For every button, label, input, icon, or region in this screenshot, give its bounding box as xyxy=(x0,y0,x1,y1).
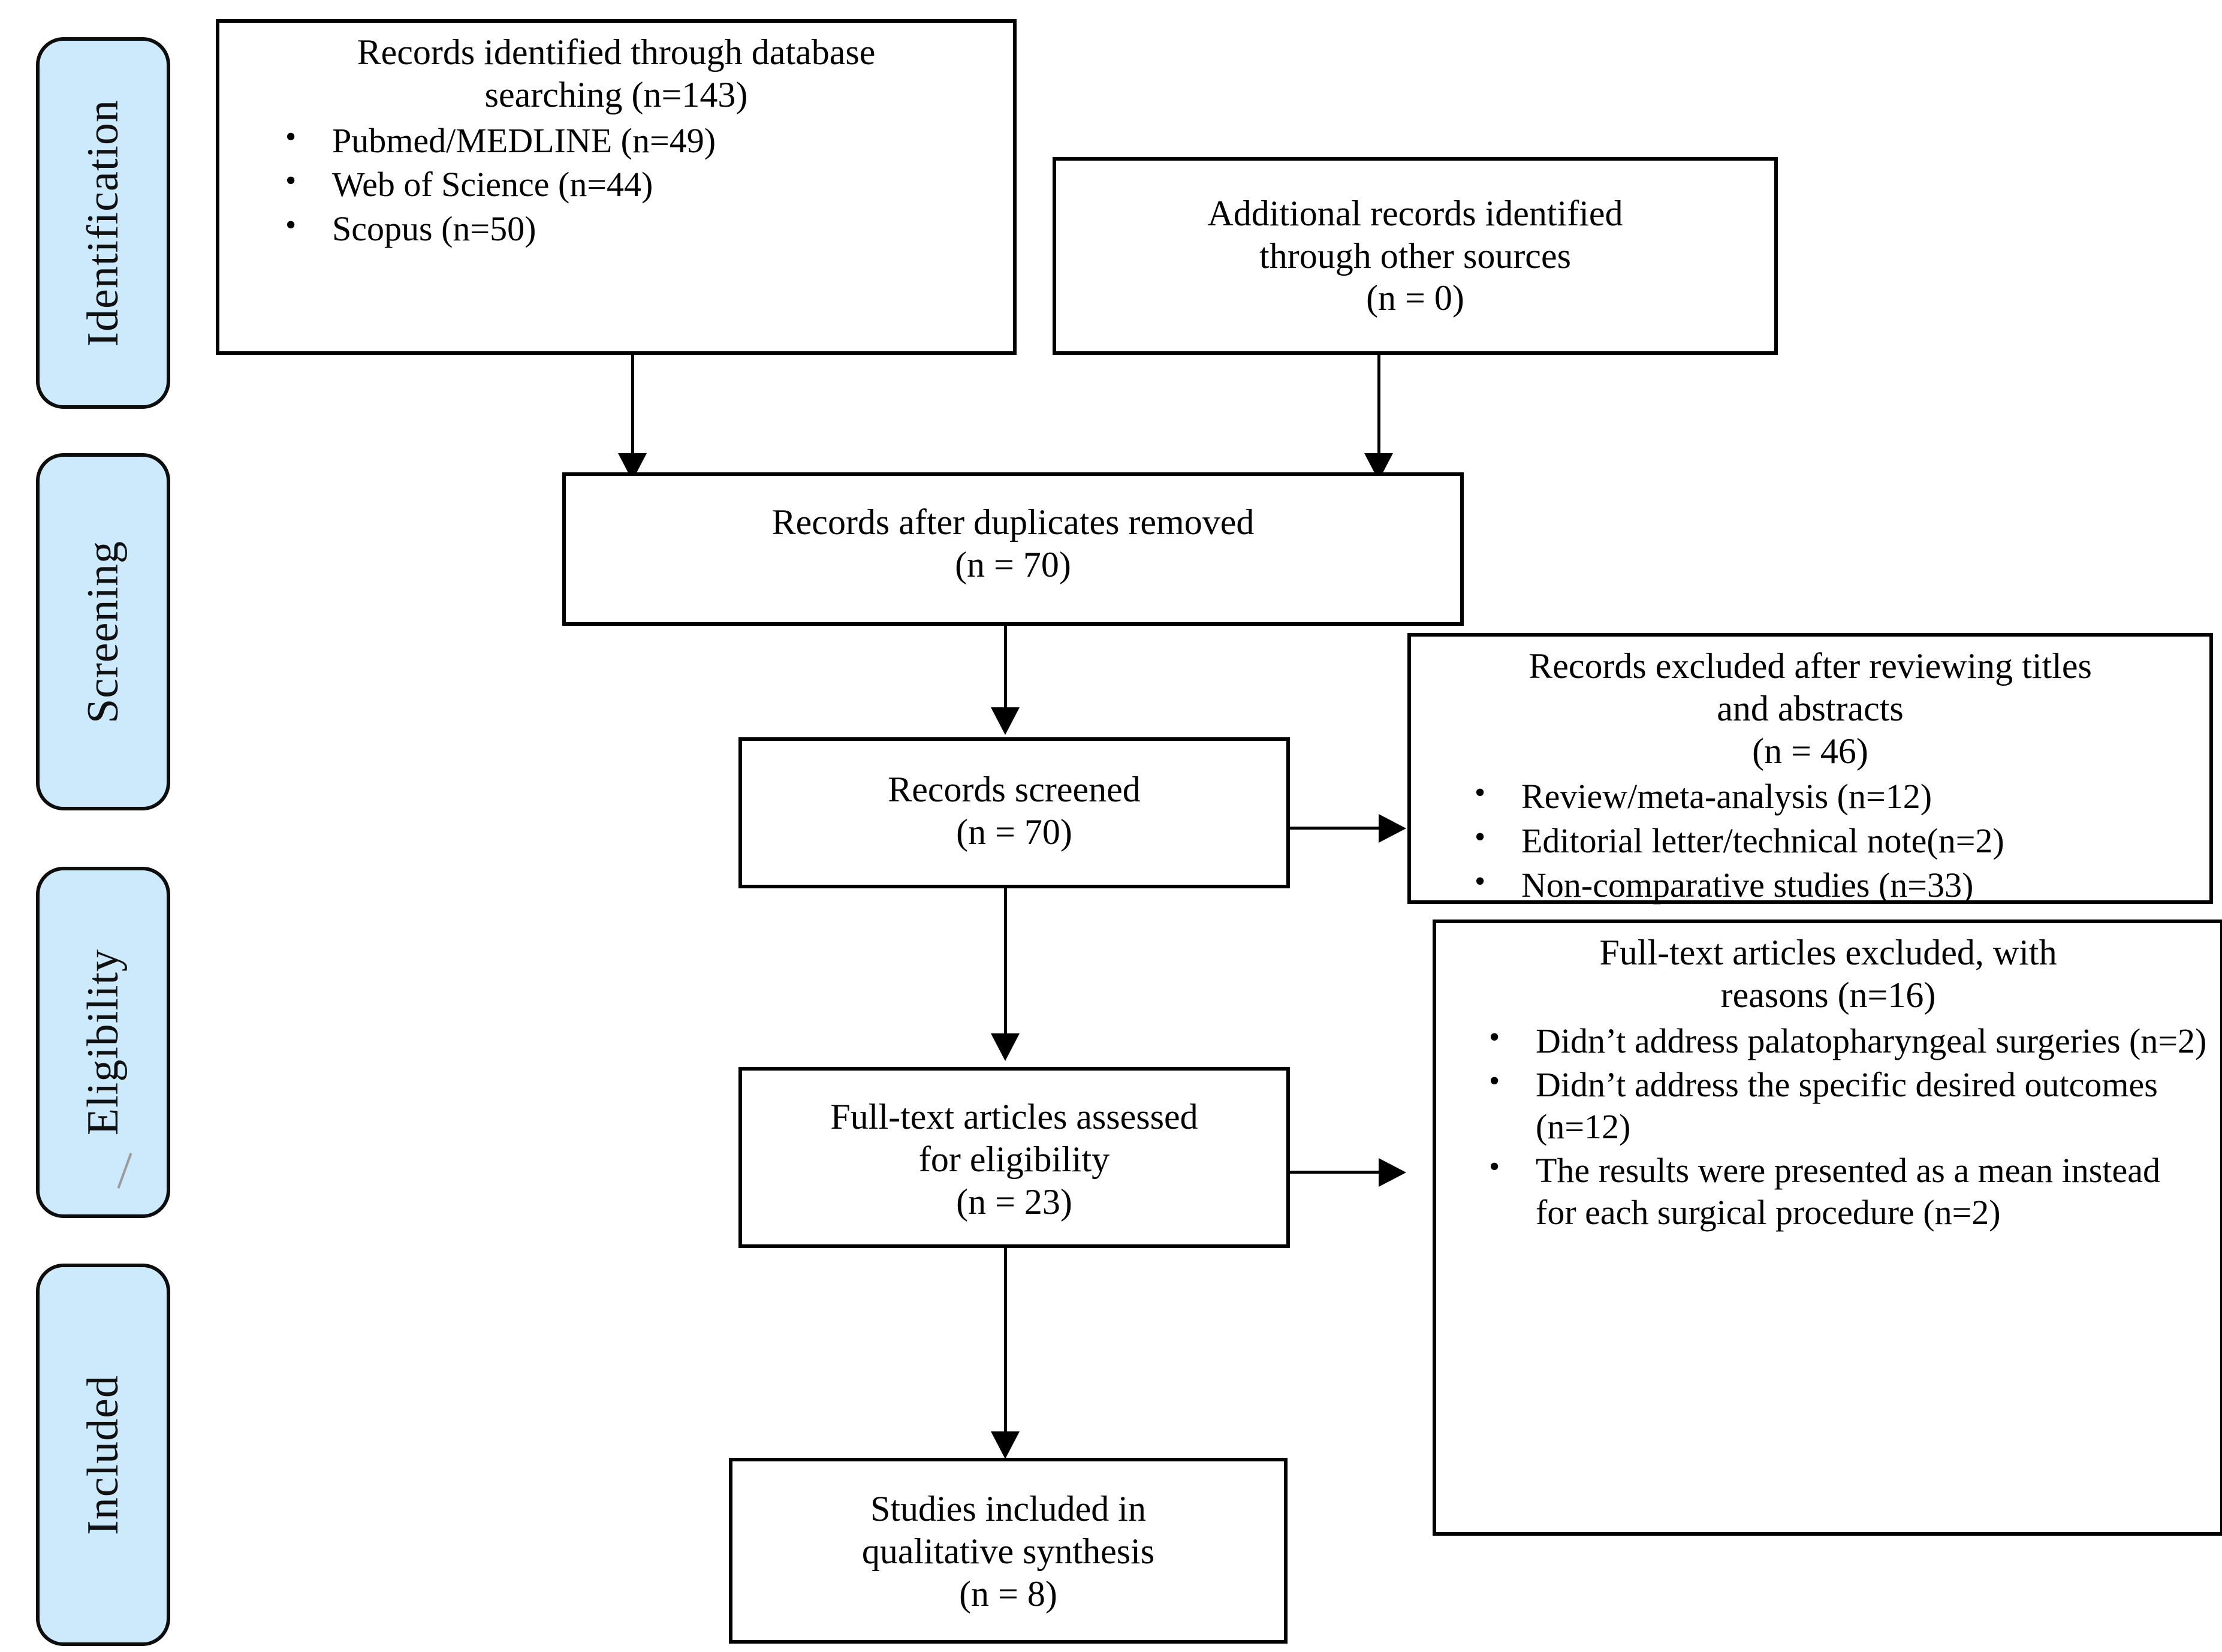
box-heading: Additional records identified through ot… xyxy=(1207,193,1623,318)
exclusion-reason-list: Didn’t address palatopharyngeal surgerie… xyxy=(1447,1019,2209,1234)
list-item: Non-comparative studies (n=33) xyxy=(1475,863,2199,906)
box-additional-records: Additional records identified through ot… xyxy=(1053,157,1778,355)
box-records-identified-database: Records identified through database sear… xyxy=(216,19,1017,355)
connector-line xyxy=(1004,1248,1007,1440)
box-records-excluded: Records excluded after reviewing titles … xyxy=(1407,633,2213,906)
arrow-right-icon xyxy=(1379,814,1406,843)
list-item: Didn’t address palatopharyngeal surgerie… xyxy=(1489,1019,2209,1062)
list-item: Didn’t address the specific desired outc… xyxy=(1489,1063,2209,1147)
arrow-down-icon xyxy=(991,1033,1020,1061)
list-item: Web of Science (n=44) xyxy=(285,162,1002,206)
box-heading: Records excluded after reviewing titles … xyxy=(1528,646,2092,771)
connector-line xyxy=(1377,355,1380,463)
phase-label-screening: Screening xyxy=(36,453,170,810)
phase-label-text: Included xyxy=(79,1374,128,1535)
arrow-down-icon xyxy=(991,707,1020,735)
connector-line xyxy=(1004,626,1007,716)
list-item: Review/meta-analysis (n=12) xyxy=(1475,774,2199,818)
box-heading: Records identified through database sear… xyxy=(357,32,876,114)
box-heading: Studies included in qualitative synthesi… xyxy=(861,1489,1155,1614)
list-item: The results were presented as a mean ins… xyxy=(1489,1148,2209,1233)
box-fulltext-excluded: Full-text articles excluded, with reason… xyxy=(1433,920,2222,1536)
exclusion-reason-list: Review/meta-analysis (n=12) Editorial le… xyxy=(1422,774,2199,906)
list-item: Scopus (n=50) xyxy=(285,207,1002,250)
box-studies-included: Studies included in qualitative synthesi… xyxy=(729,1458,1288,1644)
box-heading: Full-text articles assessed for eligibil… xyxy=(830,1097,1198,1222)
connector-line xyxy=(1004,888,1007,1042)
arrow-down-icon xyxy=(991,1431,1020,1459)
stray-pen-mark xyxy=(117,1153,132,1189)
phase-label-eligibility: Eligibility xyxy=(36,867,170,1218)
phase-label-text: Screening xyxy=(79,540,128,723)
connector-line xyxy=(1290,1171,1386,1174)
phase-label-included: Included xyxy=(36,1264,170,1646)
list-item: Editorial letter/technical note(n=2) xyxy=(1475,819,2199,862)
box-heading: Full-text articles excluded, with reason… xyxy=(1599,933,2057,1015)
box-heading: Records screened (n = 70) xyxy=(888,770,1141,852)
box-records-after-duplicates: Records after duplicates removed (n = 70… xyxy=(562,472,1464,626)
connector-line xyxy=(1290,827,1386,830)
phase-label-text: Identification xyxy=(79,99,128,347)
box-heading: Records after duplicates removed (n = 70… xyxy=(771,502,1255,584)
connector-line xyxy=(631,355,634,463)
phase-label-identification: Identification xyxy=(36,37,170,409)
source-list: Pubmed/MEDLINE (n=49) Web of Science (n=… xyxy=(230,119,1002,250)
box-records-screened: Records screened (n = 70) xyxy=(738,737,1290,888)
box-fulltext-assessed: Full-text articles assessed for eligibil… xyxy=(738,1067,1290,1248)
list-item: Pubmed/MEDLINE (n=49) xyxy=(285,119,1002,162)
arrow-right-icon xyxy=(1379,1158,1406,1187)
phase-label-text: Eligibility xyxy=(79,949,128,1136)
